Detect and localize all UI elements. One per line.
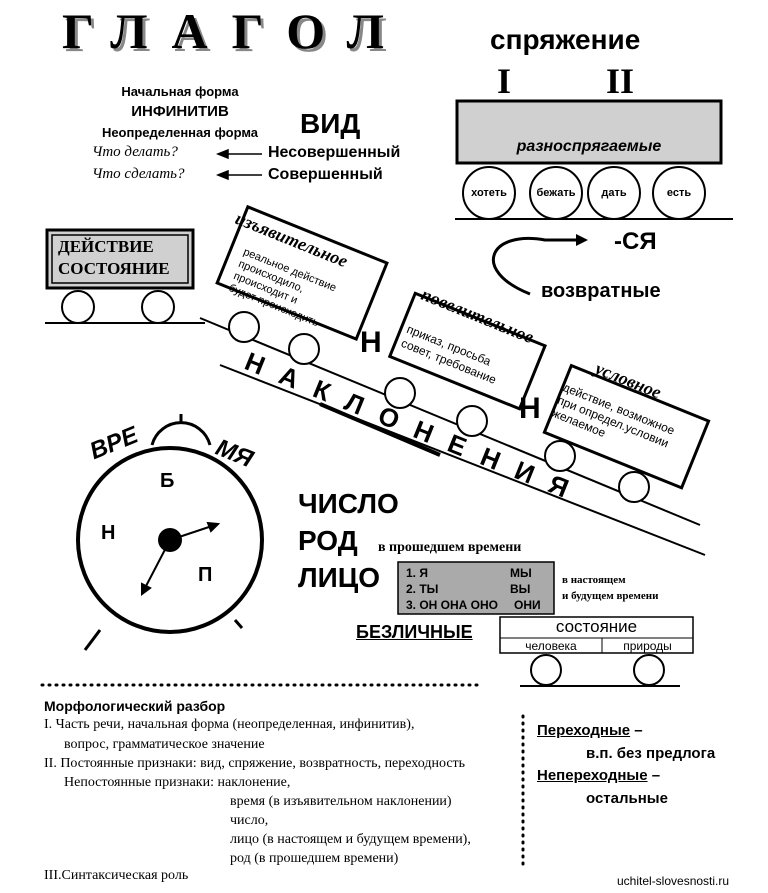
watermark: uchitel-slovesnosti.ru: [617, 874, 730, 888]
morph-line: III.Синтаксическая роль: [44, 868, 189, 883]
person-table-bg: [397, 561, 555, 615]
page-title: ГЛАГОЛ: [62, 3, 408, 59]
morph-line: I. Часть речи, начальная форма (неопреде…: [44, 717, 415, 732]
impersonal-car: [499, 616, 694, 654]
reflexive-arrow: [492, 237, 578, 296]
inf-line-3: Неопределенная форма: [101, 125, 259, 140]
wheel: [141, 290, 175, 324]
conj-title: спряжение: [490, 24, 641, 55]
question-1: Что делать?: [92, 144, 178, 160]
morph-line: Непостоянные признаки: наклонение,: [64, 775, 291, 790]
clock-bell: [150, 421, 212, 446]
person-row-1-right: МЫ: [510, 566, 532, 580]
wheel-label-4: есть: [666, 187, 692, 199]
morph-line: род (в прошедшем времени): [230, 851, 399, 866]
intransitive-label: Непереходные –: [537, 767, 660, 784]
action-label-1: ДЕЙСТВИЕ: [58, 237, 154, 256]
wheel: [61, 290, 95, 324]
wheel: [544, 440, 576, 472]
vid-sov: Совершенный: [268, 166, 383, 183]
reflexive-suffix: -СЯ: [614, 228, 657, 255]
clock-hand-1: [169, 521, 221, 541]
impersonal-label: БЕЗЛИЧНЫЕ: [356, 622, 473, 642]
inf-line-1: Начальная форма: [121, 84, 239, 99]
mood-rail-lower: [219, 364, 706, 556]
question-2: Что сделать?: [92, 166, 185, 182]
intransitive-desc: остальные: [586, 790, 668, 807]
morph-line: число,: [230, 813, 269, 828]
person-label: ЛИЦО: [298, 562, 381, 593]
action-label-2: СОСТОЯНИЕ: [58, 259, 170, 278]
wheel: [288, 333, 320, 365]
inf-line-2: ИНФИНИТИВ: [131, 103, 229, 120]
morph-line: время (в изъявительном наклонении): [230, 794, 452, 809]
imperative-car: [387, 291, 547, 411]
reflexive-label: возвратные: [541, 280, 661, 302]
morph-line: II. Постоянные признаки: вид, спряжение,…: [44, 756, 466, 771]
person-row-2-left: 2. ТЫ: [406, 582, 439, 596]
person-row-3-left: 3. ОН ОНА ОНО: [406, 598, 499, 612]
arrow-nesov: [215, 148, 262, 160]
gender-label: РОД: [298, 525, 358, 556]
gender-note: в прошедшем времени: [378, 540, 522, 555]
wheel-label-2: бежать: [536, 187, 576, 199]
transitive-word: Переходные: [537, 722, 631, 739]
wheel: [530, 654, 562, 686]
indicative-car: [215, 204, 389, 342]
intransitive-word: Непереходные: [537, 767, 648, 784]
conj-box-label: разноспрягаемые: [516, 138, 662, 155]
impersonal-human: человека: [525, 639, 577, 653]
transitive-desc: в.п. без предлога: [586, 745, 716, 762]
morph-title: Морфологический разбор: [44, 698, 226, 714]
wheel: [384, 377, 416, 409]
conditional-car: [542, 363, 711, 490]
impersonal-nature: природы: [623, 639, 672, 653]
conj-two: II: [606, 61, 635, 101]
conj-one: I: [497, 61, 512, 101]
impersonal-state: состояние: [555, 617, 638, 636]
person-row-1-left: 1. Я: [406, 566, 428, 580]
number-label: ЧИСЛО: [298, 488, 399, 519]
transitive-label: Переходные –: [537, 722, 643, 739]
intransitive-dash: –: [647, 767, 661, 784]
person-row-3-right: ОНИ: [514, 598, 541, 612]
wheel: [456, 405, 488, 437]
wheel-label-3: дать: [601, 187, 627, 199]
wheel: [228, 311, 260, 343]
clock-present: Н: [101, 522, 116, 544]
clock-hand-2: [141, 539, 171, 596]
vid-title: ВИД: [300, 108, 361, 139]
wheel: [633, 654, 665, 686]
arrow-sov: [215, 169, 262, 181]
coupler-1: Н: [360, 326, 382, 359]
clock-future: Б: [160, 470, 175, 492]
vid-nesov: Несовершенный: [268, 144, 401, 161]
transitive-dash: –: [630, 722, 643, 739]
clock-past: П: [198, 564, 213, 586]
person-note-2: и будущем времени: [562, 590, 659, 602]
morph-line: вопрос, грамматическое значение: [64, 737, 265, 752]
person-row-2-right: ВЫ: [510, 582, 531, 596]
person-note-1: в настоящем: [562, 574, 626, 586]
coupler-2: Н: [519, 392, 541, 425]
mood-rail-upper: [199, 317, 701, 526]
wheel-label-1: хотеть: [471, 187, 507, 199]
morph-line: лицо (в настоящем и будущем времени),: [230, 832, 471, 847]
conjugation-car: [455, 99, 723, 165]
wheel: [618, 471, 650, 503]
